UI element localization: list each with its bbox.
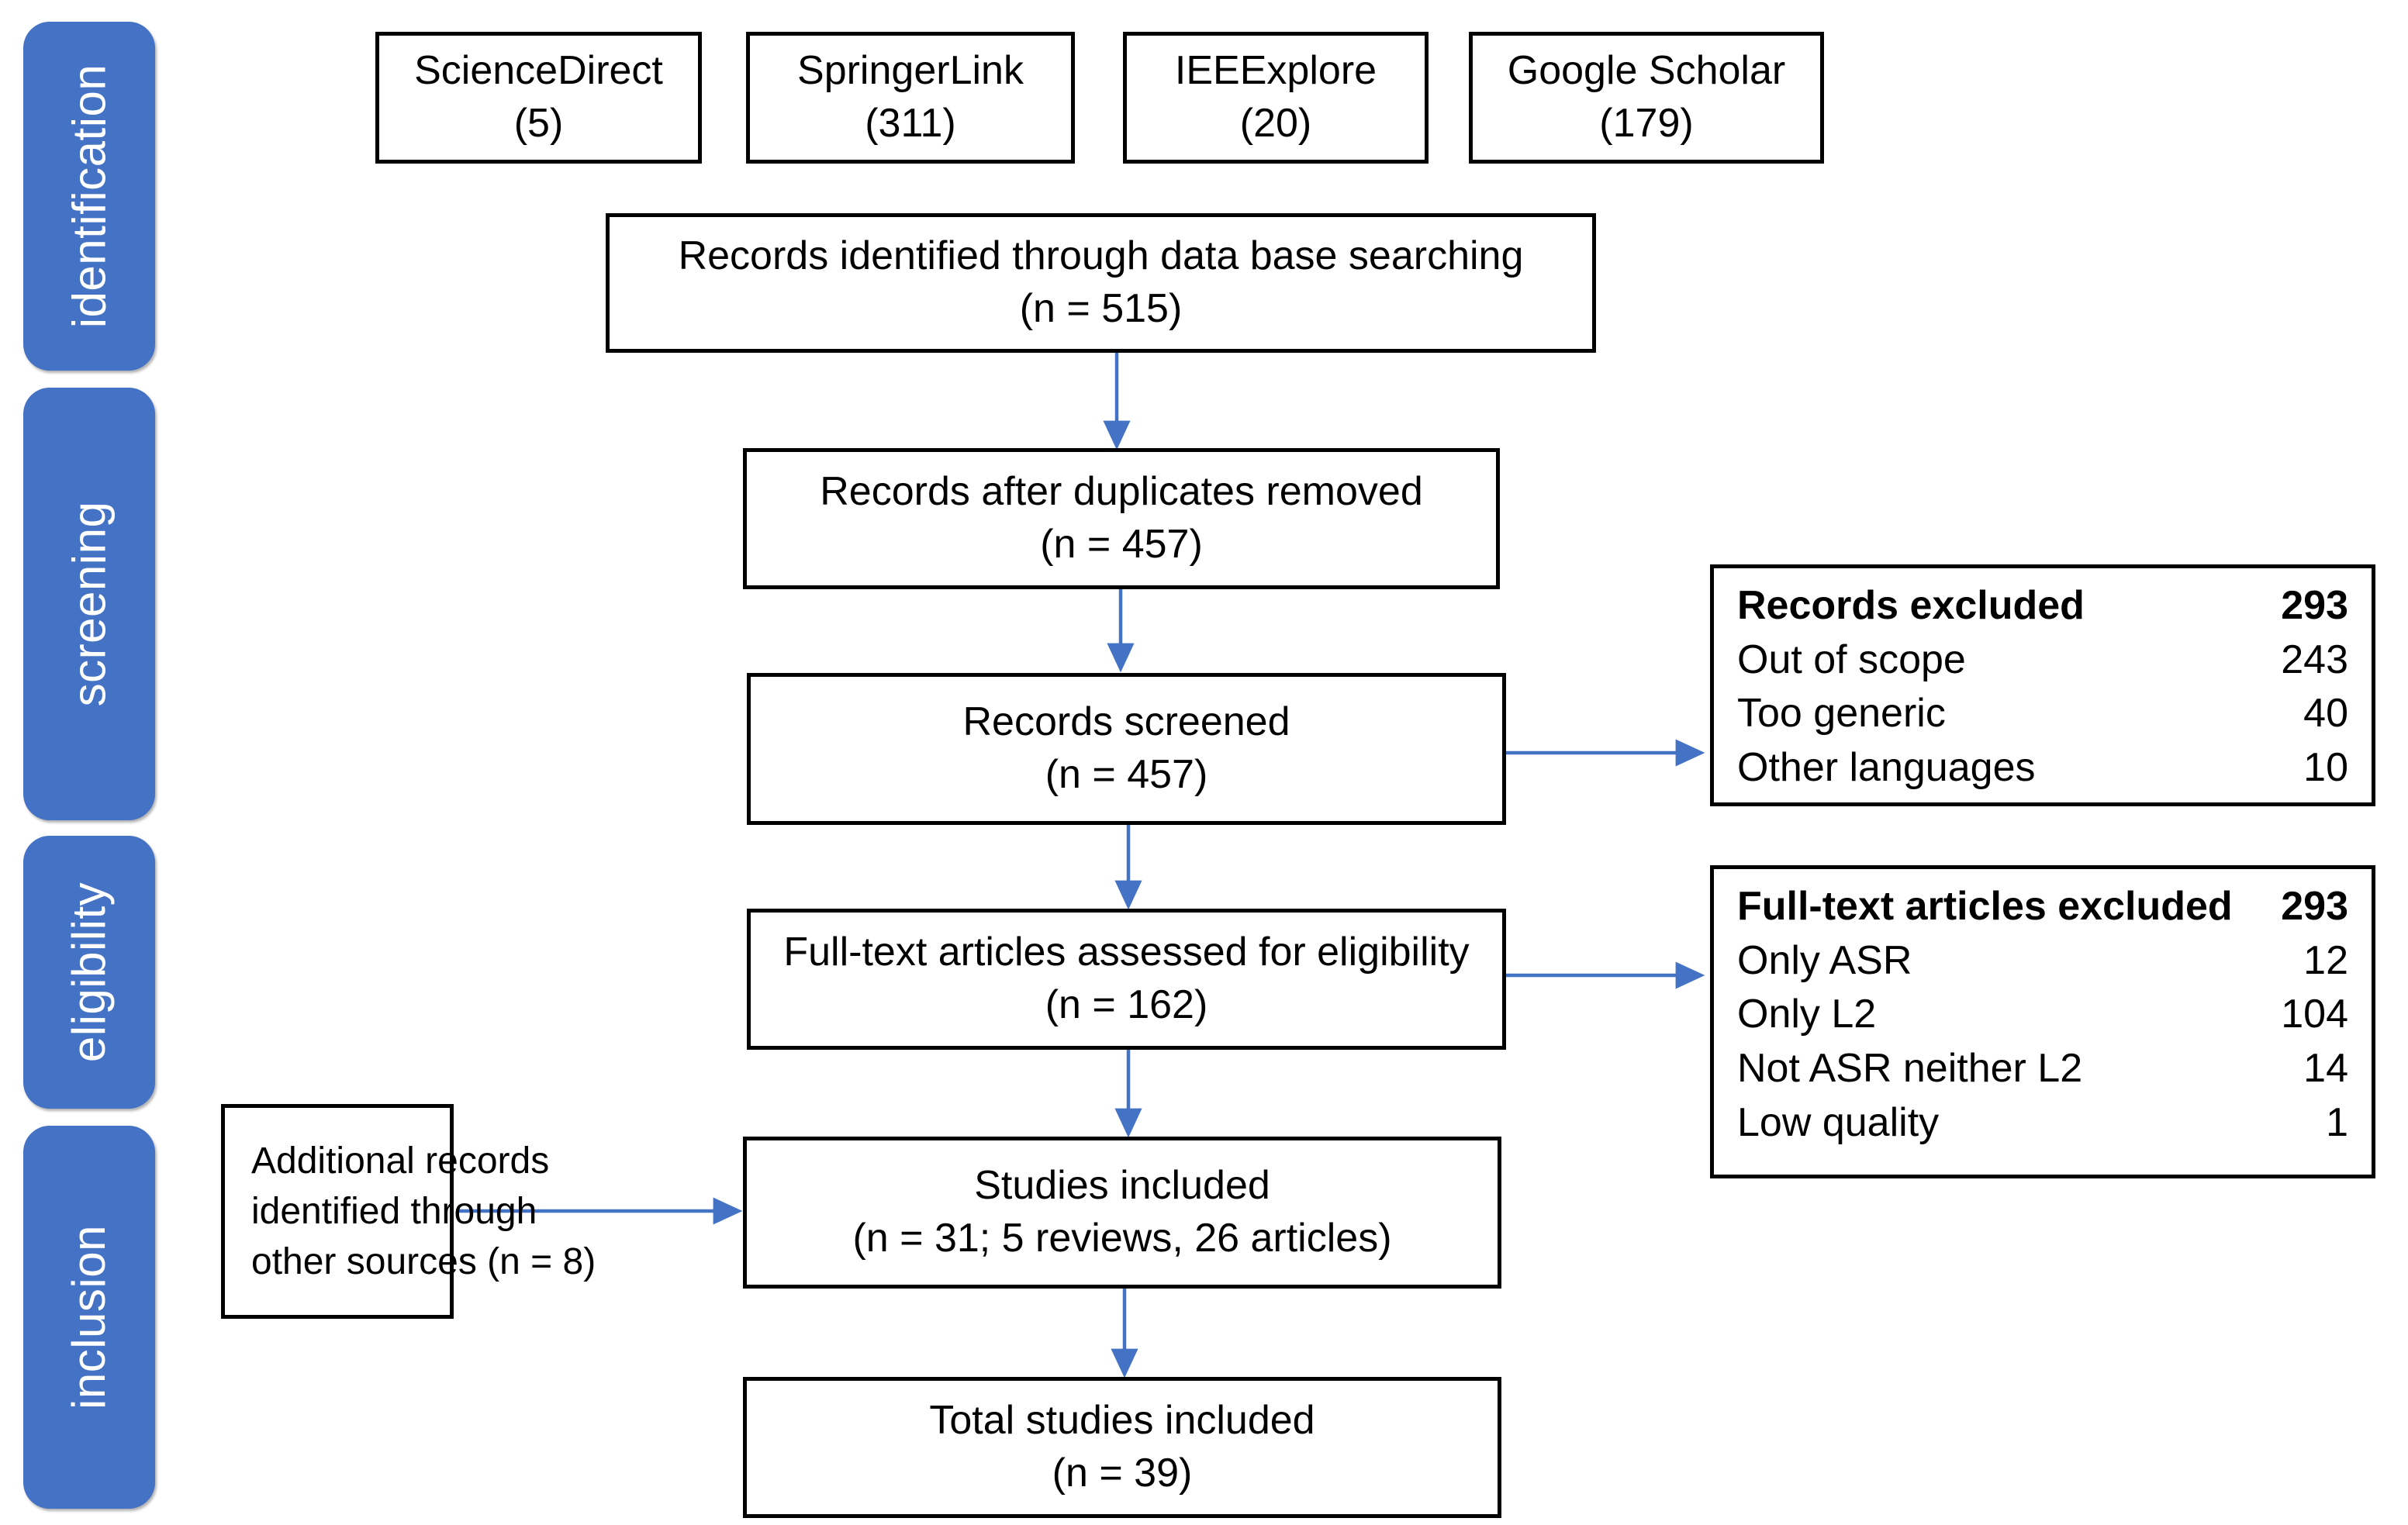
box-total-studies-included: Total studies included (n = 39) — [743, 1377, 1501, 1518]
box-line-1: Records screened — [962, 699, 1290, 745]
source-count: (5) — [513, 101, 564, 146]
box-line-1: Total studies included — [929, 1398, 1315, 1444]
box-fulltext-excluded: Full-text articles excluded 293 Only ASR… — [1710, 865, 2375, 1178]
records-excluded-row: Out of scope 243 — [1737, 633, 2348, 688]
box-additional-records: Additional records identified through ot… — [221, 1104, 596, 1319]
box-records-identified: Records identified through data base sea… — [606, 213, 1596, 353]
row-label: Only L2 — [1737, 992, 1877, 1037]
fulltext-excluded-row: Not ASR neither L2 14 — [1737, 1042, 2348, 1096]
source-name: SpringerLink — [797, 48, 1024, 94]
stage-inclusion-label: inclusion — [63, 1225, 115, 1409]
source-name: IEEExplore — [1174, 48, 1377, 94]
box-fulltext-assessed: Full-text articles assessed for eligibil… — [747, 909, 1506, 1050]
box-records-excluded: Records excluded 293 Out of scope 243 To… — [1710, 564, 2375, 806]
source-count: (311) — [865, 101, 956, 146]
row-value: 10 — [2303, 745, 2348, 791]
stage-screening: screening — [23, 388, 155, 820]
fulltext-excluded-row: Only ASR 12 — [1737, 934, 2348, 988]
box-records-after-duplicates: Records after duplicates removed (n = 45… — [743, 448, 1500, 589]
row-value: 12 — [2303, 937, 2348, 983]
row-label: Other languages — [1737, 745, 2036, 791]
row-value: 14 — [2303, 1046, 2348, 1092]
box-line-2: (n = 515) — [1019, 286, 1183, 331]
source-box-springerlink: SpringerLink (311) — [746, 32, 1075, 164]
records-excluded-row: Too generic 40 — [1737, 687, 2348, 741]
box-line-2: (n = 31; 5 reviews, 26 articles) — [852, 1216, 1392, 1261]
box-studies-included: Studies included (n = 31; 5 reviews, 26 … — [743, 1137, 1501, 1289]
source-count: (179) — [1599, 101, 1694, 146]
fulltext-excluded-row: Low quality 1 — [1737, 1096, 2348, 1151]
source-name: Google Scholar — [1507, 48, 1786, 94]
stage-screening-label: screening — [63, 501, 115, 707]
box-line-1: Additional records — [251, 1140, 550, 1182]
box-line-1: Records identified through data base sea… — [678, 233, 1524, 279]
row-label: Not ASR neither L2 — [1737, 1046, 2083, 1092]
fulltext-excluded-row: Only L2 104 — [1737, 988, 2348, 1042]
box-line-1: Full-text articles assessed for eligibil… — [783, 930, 1470, 975]
row-value: 104 — [2281, 992, 2348, 1037]
box-line-1: Studies included — [974, 1163, 1270, 1209]
row-label: Only ASR — [1737, 937, 1912, 983]
box-line-2: (n = 162) — [1045, 982, 1208, 1027]
row-value: 1 — [2326, 1099, 2348, 1145]
records-excluded-header-label: Records excluded — [1737, 583, 2085, 628]
fulltext-excluded-header-label: Full-text articles excluded — [1737, 884, 2233, 929]
fulltext-excluded-header-value: 293 — [2281, 884, 2348, 929]
box-records-screened: Records screened (n = 457) — [747, 673, 1506, 825]
stage-eligibility: eligibility — [23, 836, 155, 1109]
row-label: Too generic — [1737, 691, 1946, 737]
source-count: (20) — [1239, 101, 1312, 146]
records-excluded-row: Other languages 10 — [1737, 741, 2348, 795]
box-line-1: Records after duplicates removed — [820, 469, 1423, 515]
fulltext-excluded-header: Full-text articles excluded 293 — [1737, 880, 2348, 934]
source-box-ieeexplore: IEEExplore (20) — [1123, 32, 1429, 164]
stage-identification-label: identification — [63, 64, 116, 329]
stage-inclusion: inclusion — [23, 1126, 155, 1509]
box-line-2: identified through — [251, 1190, 537, 1232]
row-value: 40 — [2303, 691, 2348, 737]
source-name: ScienceDirect — [414, 48, 663, 94]
source-box-sciencedirect: ScienceDirect (5) — [375, 32, 702, 164]
box-line-3: other sources (n = 8) — [251, 1241, 596, 1283]
stage-eligibility-label: eligibility — [63, 882, 116, 1063]
box-line-2: (n = 457) — [1040, 522, 1203, 567]
box-line-2: (n = 457) — [1045, 752, 1208, 797]
source-box-google-scholar: Google Scholar (179) — [1469, 32, 1824, 164]
records-excluded-header-value: 293 — [2281, 583, 2348, 628]
records-excluded-header: Records excluded 293 — [1737, 579, 2348, 633]
stage-identification: identification — [23, 22, 155, 371]
box-line-2: (n = 39) — [1052, 1451, 1193, 1496]
row-label: Low quality — [1737, 1099, 1940, 1145]
row-value: 243 — [2281, 637, 2348, 682]
row-label: Out of scope — [1737, 637, 1966, 682]
